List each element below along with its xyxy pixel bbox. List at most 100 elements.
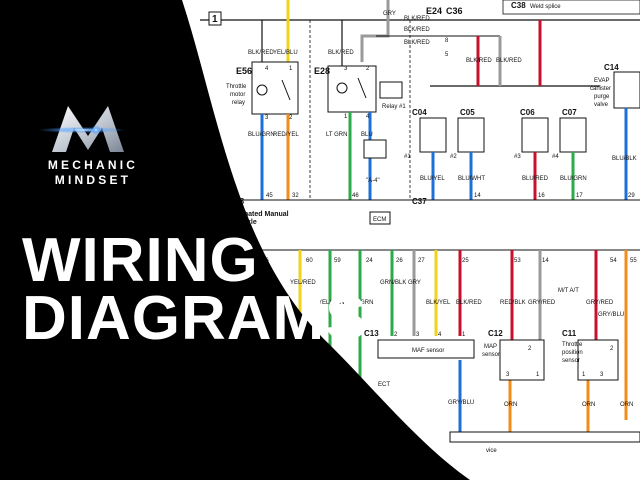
- wire-label-yel-blu: YEL/BLU: [273, 50, 298, 56]
- wire-label-lt-grn: LT GRN: [326, 132, 347, 138]
- wire-label-gry-top: GRY: [383, 11, 396, 17]
- throttle-pos-label-1: Throttle: [562, 342, 583, 348]
- wire-label-yel-grn: YEL/GRN: [318, 300, 344, 306]
- ecm-label: ECM: [373, 217, 386, 223]
- c37-pin-17: 17: [576, 193, 583, 199]
- pin-8: 8: [445, 38, 449, 44]
- e56-label: E56: [236, 66, 252, 76]
- c37-pin-14: 14: [474, 193, 481, 199]
- c13-pin-4: 4: [438, 332, 442, 338]
- top-connector-label: 1: [212, 14, 218, 25]
- wire-label-orn-c: ORN: [620, 402, 633, 408]
- e56-pin-3: 3: [265, 115, 269, 121]
- injector-1-label: #1: [404, 154, 411, 160]
- evap-label-4: valve: [594, 102, 609, 108]
- evap-label-2: canister: [590, 86, 611, 92]
- ecm-pin-59: 59: [334, 258, 341, 264]
- wire-label-gry-red: GRY/RED: [528, 300, 556, 306]
- wire-label-orn-a: ORN: [504, 402, 517, 408]
- c14-label: C14: [604, 63, 619, 72]
- e28-pin-3: 3: [344, 66, 348, 72]
- top-connector: [208, 11, 222, 26]
- c11-pin-1: 1: [582, 372, 586, 378]
- wire-label-gry-blu: GRY/BLU: [448, 400, 474, 406]
- c06-injector: [521, 117, 549, 153]
- throttle-pos-label-3: sensor: [562, 358, 580, 364]
- ecm-pin-24: 24: [366, 258, 373, 264]
- c13-pin-2: 2: [394, 332, 398, 338]
- wire-label-gry: GRY: [408, 280, 421, 286]
- wire-label-blk-red-low: BLK/RED: [456, 300, 482, 306]
- c13-pin-1: 1: [462, 332, 466, 338]
- wire-label-blu-grn-inj: BLU/GRN: [560, 176, 587, 182]
- c13-maf-sensor: [377, 339, 475, 359]
- wire-label-blu-wht: BLU/WHT: [458, 176, 485, 182]
- injector-2-label: #2: [450, 154, 457, 160]
- ecm-pin-53: 53: [514, 258, 521, 264]
- c06-label: C06: [520, 108, 535, 117]
- ecm-pin-54: 54: [610, 258, 617, 264]
- wire-label-blk-red-inj-a: BLK/RED: [466, 58, 492, 64]
- e28-label: E28: [314, 66, 330, 76]
- ecm-pin-25: 25: [462, 258, 469, 264]
- wire-label-red-blk: RED/BLK: [500, 300, 526, 306]
- ground-icon: [363, 139, 387, 159]
- mt-at-label: M/T A/T: [558, 288, 579, 294]
- wire-label-gry-red-b: GRY/RED: [586, 300, 614, 306]
- c04-label: C04: [412, 108, 427, 117]
- e28-pin-4: 4: [366, 114, 370, 120]
- c05-injector: [457, 117, 485, 153]
- c11-pin-2: 2: [610, 346, 614, 352]
- weld-splice-box: [502, 0, 640, 15]
- wire-label-blk-yel: BLK/YEL: [426, 300, 451, 306]
- ecm-pin-27: 27: [418, 258, 425, 264]
- evap-label-3: purge: [594, 94, 610, 100]
- throttle-relay-label-3: relay: [232, 100, 245, 106]
- wire-label-blk-red-e28: BLK/RED: [328, 50, 354, 56]
- e28-relay-box: [327, 65, 377, 113]
- c05-label: C05: [460, 108, 475, 117]
- wire-label-grn-blk: GRN/BLK: [380, 280, 406, 286]
- headline-line-1: WIRING: [22, 226, 259, 295]
- ecm-pin-26: 26: [396, 258, 403, 264]
- pin-5: 5: [445, 52, 449, 58]
- ecm-pin-14: 14: [542, 258, 549, 264]
- map-sensor-label-1: MAP: [484, 344, 497, 350]
- wire-label-blu-blk: BLU/BLK: [612, 156, 637, 162]
- wire-label-blk-red-a: BLK/RED: [404, 16, 430, 22]
- wire-label-yel-red: YEL/RED: [290, 280, 316, 286]
- wire-label-blk-red-inj-b: BLK/RED: [496, 58, 522, 64]
- ecm-box: [369, 211, 391, 225]
- wire-label-blu-yel: BLU/YEL: [420, 176, 445, 182]
- e56-relay-box: [251, 61, 299, 115]
- c12-pin-1: 1: [536, 372, 540, 378]
- wire-label-blu-red: BLU/RED: [522, 176, 549, 182]
- c04-injector: [419, 117, 447, 153]
- e23-pin-32: 32: [292, 193, 299, 199]
- c38-label: C38: [511, 1, 526, 10]
- ect-label: ECT: [378, 382, 390, 388]
- brand-name-line-2: MINDSET: [54, 173, 132, 187]
- c12-pin-2: 2: [528, 346, 532, 352]
- e56-pin-2: 2: [289, 115, 293, 121]
- brand-name-line-1: MECHANIC: [47, 158, 139, 172]
- relay-1-icon: [379, 81, 403, 99]
- c37-label: C37: [412, 197, 427, 206]
- c12-pin-3: 3: [506, 372, 510, 378]
- evap-label-1: EVAP: [594, 78, 610, 84]
- c13-pin-3: 3: [416, 332, 420, 338]
- wire-label-blk-red-c: BLK/RED: [404, 27, 430, 33]
- wire-label-gry-blu-right: GRY/BLU: [598, 312, 624, 318]
- map-sensor-label-2: sensor: [482, 352, 500, 358]
- e28-pin-2: 2: [366, 66, 370, 72]
- c12-label: C12: [488, 329, 503, 338]
- wire-label-red-yel: RED/YEL: [273, 132, 299, 138]
- wire-label-blk-red-e56: BLK/RED: [248, 50, 274, 56]
- injector-3-label: #3: [514, 154, 521, 160]
- c14-evap-valve: [613, 71, 640, 109]
- c37-pin-29: 29: [628, 193, 635, 199]
- throttle-relay-label-2: motor: [230, 92, 245, 98]
- weld-splice-label: Weld splice: [530, 4, 561, 10]
